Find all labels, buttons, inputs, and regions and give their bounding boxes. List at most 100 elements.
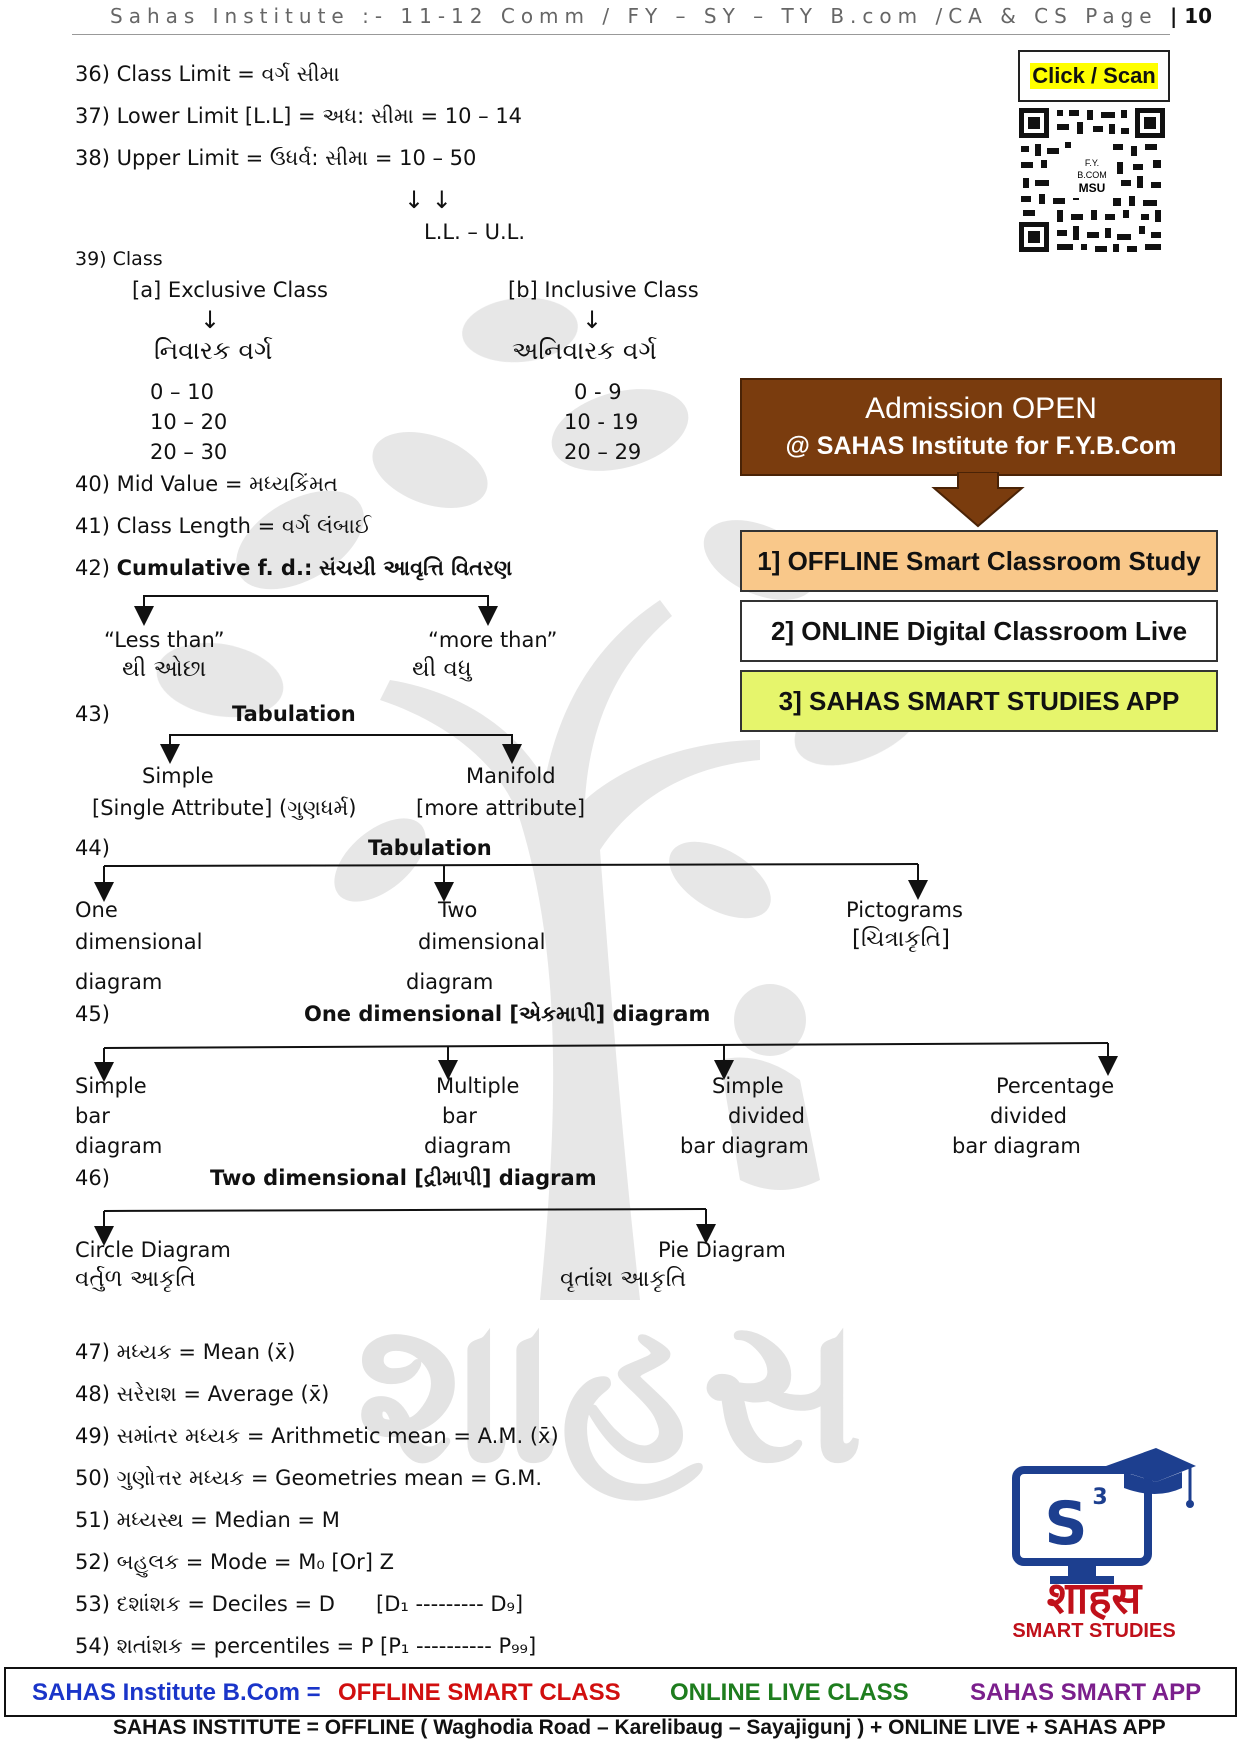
two-dimensional-3: diagram	[406, 970, 494, 994]
manifold-tabulation-sub: [more attribute]	[416, 796, 586, 820]
exclusive-class: [a] Exclusive Class	[132, 278, 328, 302]
item-45-number: 45)	[75, 1002, 110, 1026]
simple-bar-1: Simple	[75, 1074, 147, 1098]
exclusive-range-3: 20 – 30	[150, 440, 228, 464]
option-app[interactable]: 3] SAHAS SMART STUDIES APP	[740, 670, 1218, 732]
option-offline-label: 1] OFFLINE Smart Classroom Study	[757, 545, 1201, 576]
circle-diagram-guj: વર્તુળ આકૃતિ	[75, 1266, 196, 1292]
two-dimensional-2: dimensional	[418, 930, 546, 954]
item-42-title: Cumulative f. d.:	[116, 556, 313, 580]
two-dimensional-1: Two	[438, 898, 478, 922]
item-49: 49) સમાંતર મધ્યક = Arithmetic mean = A.M…	[75, 1424, 559, 1448]
inclusive-range-1: 0 - 9	[574, 380, 622, 404]
admission-subtitle: @ SAHAS Institute for F.Y.B.Com	[785, 432, 1177, 460]
simple-tabulation: Simple	[142, 764, 214, 788]
multiple-bar-3: diagram	[424, 1134, 512, 1158]
item-44-number: 44)	[75, 836, 110, 860]
simple-divided-3: bar diagram	[680, 1134, 809, 1158]
exclusive-class-guj: નિવારક વર્ગ	[154, 336, 273, 365]
pictograms-guj: [ચિત્રાકૃતિ]	[852, 926, 951, 952]
page-header: Sahas Institute :- 11-12 Comm / FY – SY …	[110, 4, 1212, 28]
simple-tabulation-sub: [Single Attribute] (ગુણધર્મ)	[92, 796, 357, 820]
admission-title: Admission OPEN	[865, 392, 1097, 425]
exclusive-range-1: 0 – 10	[150, 380, 214, 404]
footer-institute: SAHAS Institute B.Com =	[32, 1679, 321, 1706]
inclusive-range-2: 10 - 19	[564, 410, 639, 434]
item-52: 52) બહુલક = Mode = M₀ [Or] Z	[75, 1550, 395, 1574]
page-number: | 10	[1169, 4, 1213, 28]
pie-diagram-guj: વૃતાંશ આકૃતિ	[560, 1266, 687, 1292]
pie-diagram: Pie Diagram	[658, 1238, 786, 1262]
item-39: 39) Class	[75, 248, 163, 270]
multiple-bar-1: Multiple	[436, 1074, 520, 1098]
item-40: 40) Mid Value = મધ્યકિંમત	[75, 472, 338, 496]
item-38-arrows: ↓ ↓	[404, 186, 452, 214]
more-than-guj: થી વધુ	[412, 656, 472, 682]
qr-center-3: MSU	[1079, 181, 1106, 195]
simple-divided-2: divided	[728, 1104, 806, 1128]
simple-divided-1: Simple	[712, 1074, 784, 1098]
exclusive-range-2: 10 – 20	[150, 410, 228, 434]
more-than: “more than”	[428, 628, 558, 652]
inclusive-range-3: 20 – 29	[564, 440, 642, 464]
header-divider	[72, 34, 1170, 35]
item-53: 53) દશાંશક = Deciles = D	[75, 1592, 335, 1616]
percentage-divided-1: Percentage	[996, 1074, 1115, 1098]
inclusive-class: [b] Inclusive Class	[508, 278, 699, 302]
admission-banner: Admission OPEN @ SAHAS Institute for F.Y…	[740, 378, 1222, 476]
item-42-number: 42)	[75, 556, 110, 580]
qr-center-2: B.COM	[1077, 170, 1107, 180]
pictograms: Pictograms	[846, 898, 963, 922]
option-online-label: 2] ONLINE Digital Classroom Live	[770, 615, 1188, 646]
qr-label-box[interactable]: Click / Scan	[1018, 50, 1170, 102]
item-51: 51) મધ્યસ્થ = Median = M	[75, 1508, 340, 1532]
item-43-title: Tabulation	[232, 702, 356, 726]
item-38-sub: L.L. – U.L.	[424, 220, 526, 244]
one-dimensional-2: dimensional	[75, 930, 203, 954]
sahas-logo-icon: S 3	[1012, 1448, 1196, 1584]
qr-code[interactable]: F.Y. B.COM MSU	[1017, 106, 1167, 254]
qr-label: Click / Scan	[1030, 63, 1158, 89]
simple-bar-3: diagram	[75, 1134, 163, 1158]
item-37: 37) Lower Limit [L.L] = અધ: સીમા = 10 – …	[75, 104, 523, 128]
header-text: Sahas Institute :- 11-12 Comm / FY – SY …	[110, 4, 1158, 28]
logo-subtitle: SMART STUDIES	[1012, 1620, 1176, 1642]
item-45-title: One dimensional [એકમાપી] diagram	[304, 1002, 711, 1026]
item-44-title: Tabulation	[368, 836, 492, 860]
one-dimensional-1: One	[75, 898, 118, 922]
footer-offline: OFFLINE SMART CLASS	[338, 1679, 621, 1706]
item-38: 38) Upper Limit = ઉધર્વ: સીમા = 10 – 50	[75, 146, 477, 170]
footer-online: ONLINE LIVE CLASS	[670, 1679, 909, 1706]
less-than-guj: થી ઓછા	[122, 656, 207, 682]
item-46-number: 46)	[75, 1166, 110, 1190]
item-41: 41) Class Length = વર્ગ લંબાઈ	[75, 514, 372, 538]
item-36: 36) Class Limit = વર્ગ સીમા	[75, 62, 340, 86]
item-53-range: [D₁ --------- D₉]	[376, 1592, 524, 1616]
footer-app: SAHAS SMART APP	[970, 1679, 1202, 1706]
percentage-divided-3: bar diagram	[952, 1134, 1081, 1158]
footer-bar: SAHAS Institute B.Com = OFFLINE SMART CL…	[4, 1667, 1237, 1717]
logo-superscript: 3	[1092, 1485, 1107, 1510]
one-dimensional-3: diagram	[75, 970, 163, 994]
inclusive-arrow: ↓	[582, 306, 603, 334]
item-42: 42) Cumulative f. d.: સંચયી આવૃત્તિ વિતર…	[75, 556, 512, 581]
item-50: 50) ગુણોત્તર મધ્યક = Geometries mean = G…	[75, 1466, 543, 1490]
multiple-bar-2: bar	[442, 1104, 477, 1128]
circle-diagram: Circle Diagram	[75, 1238, 231, 1262]
admission-down-arrow-icon	[931, 472, 1025, 528]
item-42-title-guj: સંચયી આવૃત્તિ વિતરણ	[319, 556, 513, 580]
less-than: “Less than”	[104, 628, 225, 652]
option-offline[interactable]: 1] OFFLINE Smart Classroom Study	[740, 530, 1218, 592]
logo-mark: S	[1044, 1489, 1087, 1559]
item-43-number: 43)	[75, 702, 110, 726]
item-48: 48) સરેરાશ = Average (x̄)	[75, 1382, 330, 1406]
item-47: 47) મધ્યક = Mean (x̄)	[75, 1340, 296, 1364]
option-app-label: 3] SAHAS SMART STUDIES APP	[778, 685, 1180, 716]
inclusive-class-guj: અનિવારક વર્ગ	[512, 336, 657, 365]
item-46-title: Two dimensional [દ્રીમાપી] diagram	[210, 1166, 597, 1190]
percentage-divided-2: divided	[990, 1104, 1068, 1128]
option-online[interactable]: 2] ONLINE Digital Classroom Live	[740, 600, 1218, 662]
simple-bar-2: bar	[75, 1104, 110, 1128]
item-54: 54) શતાંશક = percentiles = P [P₁ -------…	[75, 1634, 537, 1658]
qr-center-1: F.Y.	[1085, 158, 1099, 168]
